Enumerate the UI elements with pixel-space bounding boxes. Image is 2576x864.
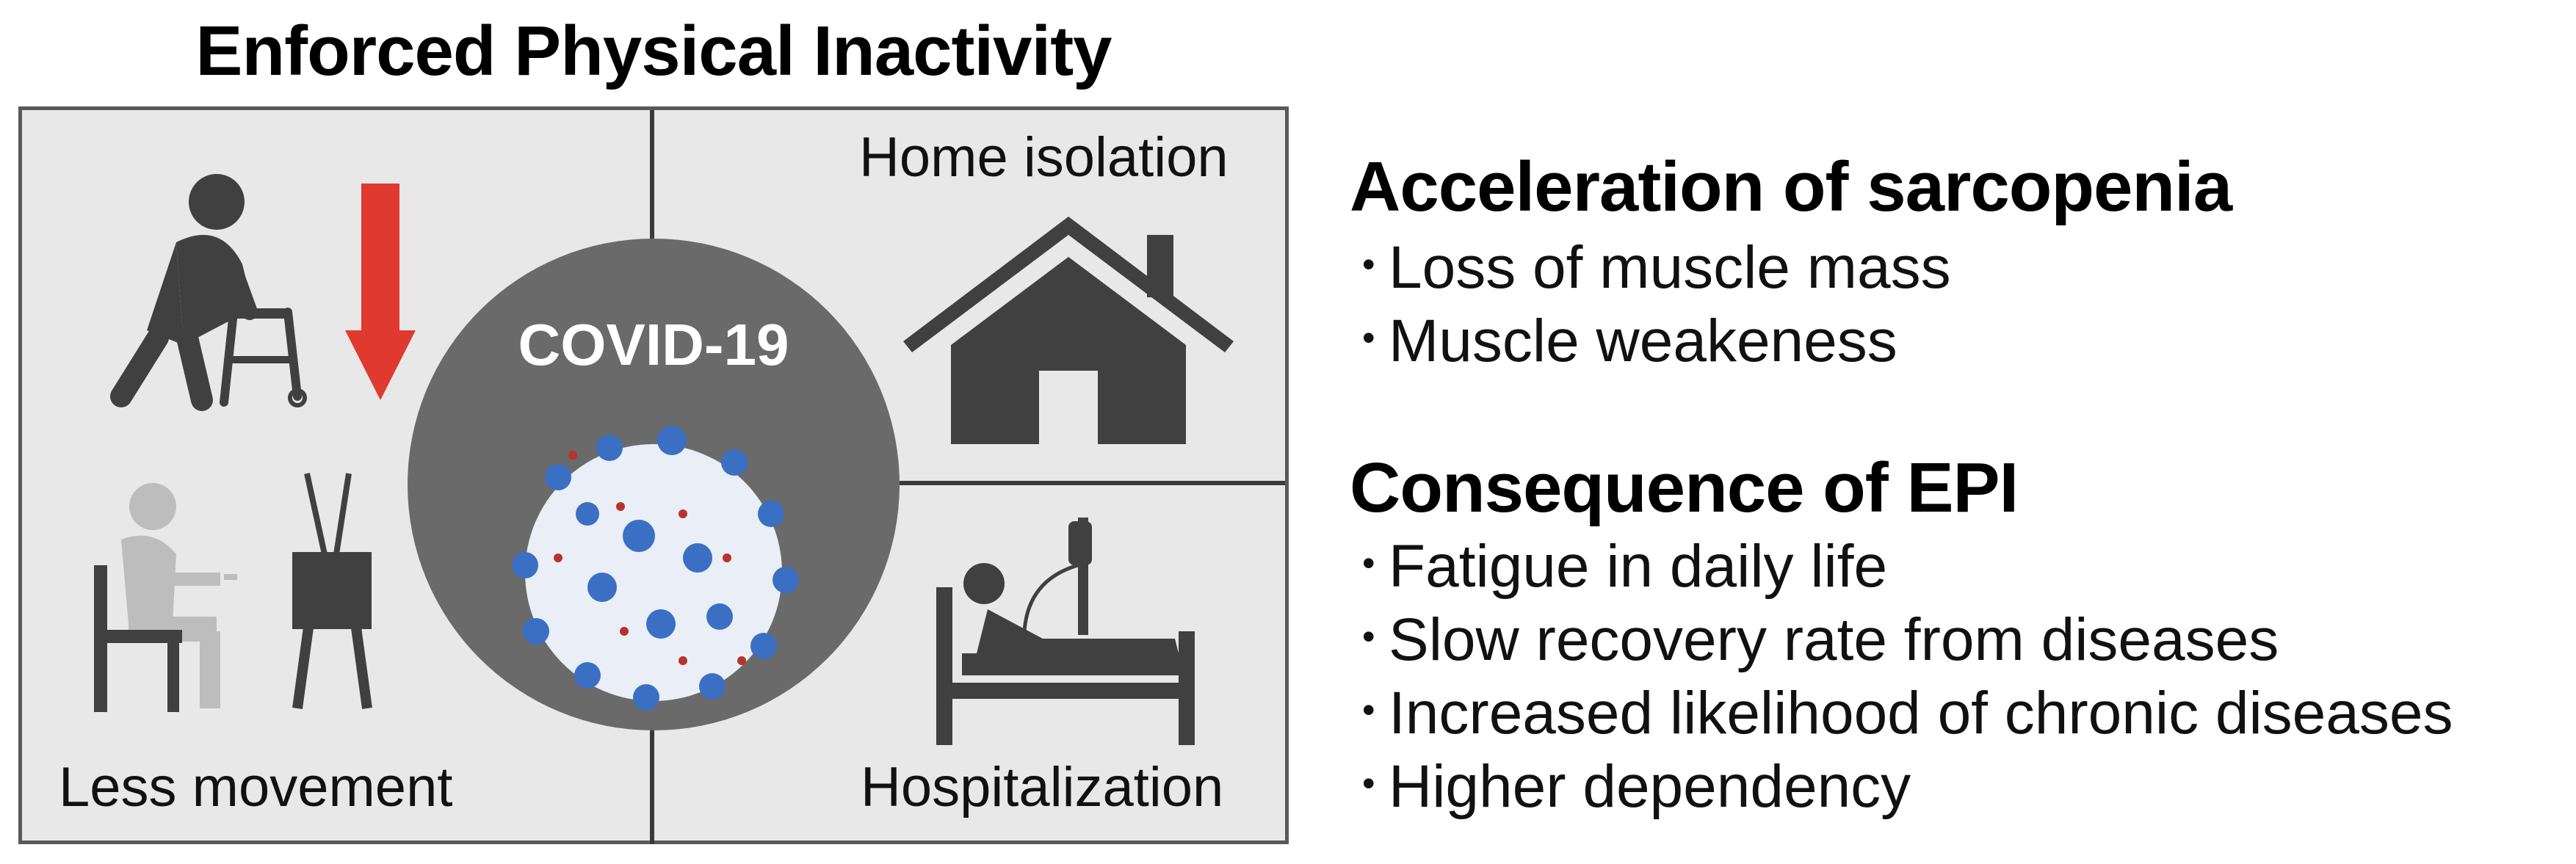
home-isolation-label: Home isolation: [859, 126, 1229, 189]
list-item: • Fatigue in daily life: [1362, 530, 1887, 607]
sarcopenia-heading: Acceleration of sarcopenia: [1350, 148, 2232, 226]
list-item: • Muscle weakeness: [1362, 305, 1897, 382]
covid-label: COVID-19: [518, 312, 789, 377]
virus-icon: [512, 426, 799, 711]
elderly-walker-icon: [110, 174, 307, 411]
bullet-dot: •: [1362, 689, 1375, 731]
figure-title: Enforced Physical Inactivity: [195, 12, 1112, 90]
list-item-text: Increased likelihood of chronic diseases: [1389, 680, 2453, 747]
bullet-dot: •: [1362, 763, 1375, 805]
list-item: • Slow recovery rate from diseases: [1362, 603, 2279, 680]
list-item-text: Higher dependency: [1389, 753, 1911, 820]
list-item-text: Muscle weakeness: [1389, 308, 1897, 374]
bullet-dot: •: [1362, 244, 1375, 286]
bullet-dot: •: [1362, 616, 1375, 658]
list-item-text: Slow recovery rate from diseases: [1389, 606, 2279, 673]
list-item: • Loss of muscle mass: [1362, 231, 1951, 308]
list-item-text: Fatigue in daily life: [1389, 533, 1888, 600]
hospital-bed-icon: [936, 518, 1195, 745]
list-item: • Higher dependency: [1362, 750, 1911, 827]
less-movement-label: Less movement: [59, 756, 453, 818]
down-arrow-icon: [345, 184, 416, 400]
list-item-text: Loss of muscle mass: [1389, 234, 1951, 301]
list-item: • Increased likelihood of chronic disease…: [1362, 677, 2453, 754]
horizontal-divider: [650, 481, 1285, 485]
epi-heading: Consequence of EPI: [1350, 449, 2019, 527]
television-icon: [292, 473, 372, 709]
seated-person-icon: [94, 483, 237, 712]
bullet-dot: •: [1362, 542, 1375, 584]
bullet-dot: •: [1362, 317, 1375, 359]
house-icon: [903, 217, 1234, 444]
hospitalization-label: Hospitalization: [861, 756, 1224, 818]
